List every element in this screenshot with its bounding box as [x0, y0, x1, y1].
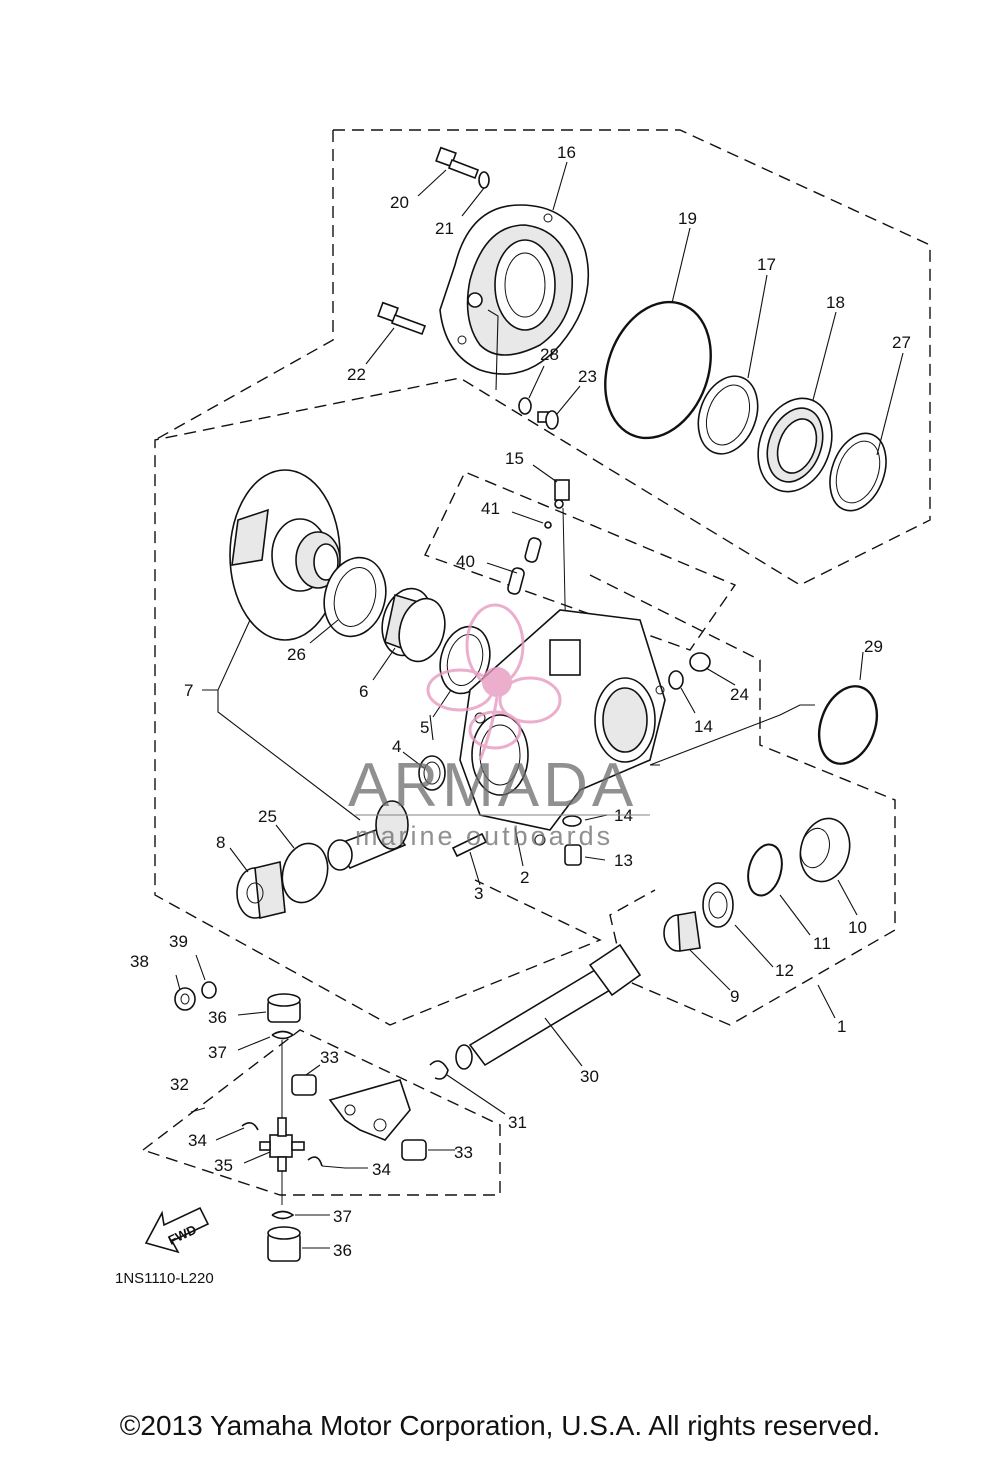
part-4-seal	[418, 755, 446, 791]
callout-2: 2	[520, 868, 529, 887]
part-13-plug	[564, 844, 582, 866]
part-27-shim	[829, 432, 887, 512]
callout-22: 22	[347, 365, 366, 384]
callout-16: 16	[557, 143, 576, 162]
part-31-clip	[429, 1060, 449, 1080]
part-yoke	[328, 1079, 411, 1141]
part-pinion-gear	[327, 800, 409, 871]
part-40-pin	[507, 537, 542, 595]
part-37-clip-bottom	[271, 1210, 295, 1220]
part-12-seal	[702, 882, 734, 928]
watermark-logo-icon	[426, 603, 562, 761]
callout-41: 41	[481, 499, 500, 518]
callout-19: 19	[678, 209, 697, 228]
part-6-bearing	[381, 587, 446, 663]
watermark: ARMADA marine outboards	[348, 603, 650, 851]
part-18-bearing	[757, 397, 833, 493]
callout-30: 30	[580, 1067, 599, 1086]
part-33-bearing-cup-a	[291, 1074, 317, 1096]
callout-14-upper: 14	[694, 717, 713, 736]
callout-29: 29	[864, 637, 883, 656]
part-11-o-ring	[747, 843, 783, 897]
part-3-stud	[451, 832, 488, 858]
part-30-drive-shaft	[455, 943, 642, 1070]
part-34-clip-b	[307, 1156, 323, 1167]
callout-33-bottom: 33	[454, 1143, 473, 1162]
callout-33-top: 33	[320, 1048, 339, 1067]
callout-34-right: 34	[372, 1160, 391, 1179]
callout-25: 25	[258, 807, 277, 826]
part-22-bolt	[377, 301, 427, 336]
fwd-arrow-icon: FWD	[144, 1206, 210, 1254]
callout-17: 17	[757, 255, 776, 274]
part-26-bearing	[323, 556, 387, 638]
part-8-bearing	[236, 861, 286, 919]
part-36-bearing-cup-top	[267, 993, 301, 1023]
callout-18: 18	[826, 293, 845, 312]
part-36-bearing-cup-bottom	[267, 1226, 301, 1262]
callout-37-bottom: 37	[333, 1207, 352, 1226]
part-33-bearing-cup-b	[401, 1139, 427, 1161]
part-38-nut	[174, 987, 196, 1011]
callout-24: 24	[730, 685, 749, 704]
callout-39: 39	[169, 932, 188, 951]
part-37-clip-top	[271, 1030, 295, 1040]
callout-31: 31	[508, 1113, 527, 1132]
part-24-plug	[689, 652, 711, 672]
part-10-sleeve	[799, 817, 851, 883]
part-19-o-ring	[604, 300, 712, 440]
callout-32: 32	[170, 1075, 189, 1094]
leader-lines	[175, 161, 904, 1249]
part-9-bearing	[663, 911, 701, 952]
part-41-clip	[544, 521, 552, 529]
part-39-washer	[201, 981, 217, 999]
callout-26: 26	[287, 645, 306, 664]
callout-1: 1	[837, 1017, 846, 1036]
part-35-spider	[259, 1040, 305, 1205]
callout-5: 5	[420, 718, 429, 737]
part-16-bearing-housing	[439, 204, 590, 375]
callout-9: 9	[730, 987, 739, 1006]
callout-7: 7	[184, 681, 193, 700]
callout-15: 15	[505, 449, 524, 468]
callout-40: 40	[456, 552, 475, 571]
part-23-plug	[537, 410, 559, 430]
part-25-shim	[281, 842, 329, 904]
callout-3: 3	[474, 884, 483, 903]
callout-35: 35	[214, 1156, 233, 1175]
part-34-clip-a	[241, 1122, 259, 1131]
watermark-tagline: marine outboards	[355, 821, 613, 851]
callout-36-bottom: 36	[333, 1241, 352, 1260]
part-14-washer-a	[668, 670, 684, 690]
part-21-washer	[478, 171, 490, 189]
callout-38: 38	[130, 952, 149, 971]
diagram-code: 1NS1110-L220	[115, 1270, 214, 1287]
callout-37-top: 37	[208, 1043, 227, 1062]
callout-11: 11	[813, 934, 831, 953]
callout-8: 8	[216, 833, 225, 852]
part-28-washer	[518, 397, 532, 415]
callout-21: 21	[435, 219, 454, 238]
part-14-washer-b	[562, 815, 582, 827]
callout-20: 20	[390, 193, 409, 212]
callout-23: 23	[578, 367, 597, 386]
part-17-bearing	[697, 375, 759, 455]
callout-13: 13	[614, 851, 633, 870]
callout-6: 6	[359, 682, 368, 701]
callout-12: 12	[775, 961, 794, 980]
callout-34-left: 34	[188, 1131, 207, 1150]
callout-27: 27	[892, 333, 911, 352]
callout-28: 28	[540, 345, 559, 364]
callout-10: 10	[848, 918, 867, 937]
callout-4: 4	[392, 737, 401, 756]
copyright-notice: ©2013 Yamaha Motor Corporation, U.S.A. A…	[119, 1410, 881, 1441]
part-2-gear-case	[459, 609, 666, 846]
part-29-o-ring	[817, 685, 879, 765]
watermark-brand: ARMADA	[348, 751, 637, 820]
callout-36-top: 36	[208, 1008, 227, 1027]
part-20-bolt	[435, 146, 480, 180]
part-7-ring-gear	[229, 469, 341, 641]
